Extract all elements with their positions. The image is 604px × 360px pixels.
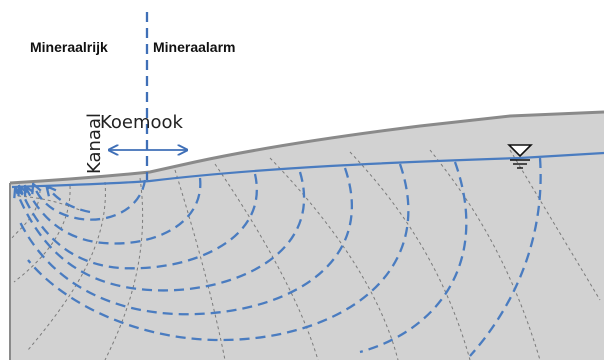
flow-line <box>16 171 306 292</box>
flow-line <box>18 167 353 316</box>
equipotential-line <box>429 149 541 360</box>
ground-surface <box>9 110 604 185</box>
equipotential-line <box>174 169 226 360</box>
soil-body <box>10 112 604 360</box>
water-table-line <box>11 151 604 189</box>
flow-lines <box>16 157 542 357</box>
peat-bog-label: Koemook <box>100 112 184 133</box>
flow-line <box>20 173 258 270</box>
flow-line <box>27 163 410 342</box>
equipotential-line <box>11 189 41 239</box>
flow-line <box>26 177 202 245</box>
equipotential-line <box>13 185 71 283</box>
mineral-poor-label: Mineraalarm <box>153 39 235 55</box>
equipotential-line <box>17 195 81 211</box>
equipotential-line <box>269 157 399 360</box>
equipotential-line <box>214 163 319 360</box>
flow-line <box>48 188 91 214</box>
equipotential-line <box>27 181 106 351</box>
flow-line <box>34 179 147 221</box>
canal-label: Kanaal <box>84 113 105 174</box>
water-table-triangle-icon <box>507 144 533 169</box>
flow-line <box>359 161 468 354</box>
equipotential-line <box>104 177 144 360</box>
mineral-rich-label: Mineraalrijk <box>30 39 108 55</box>
